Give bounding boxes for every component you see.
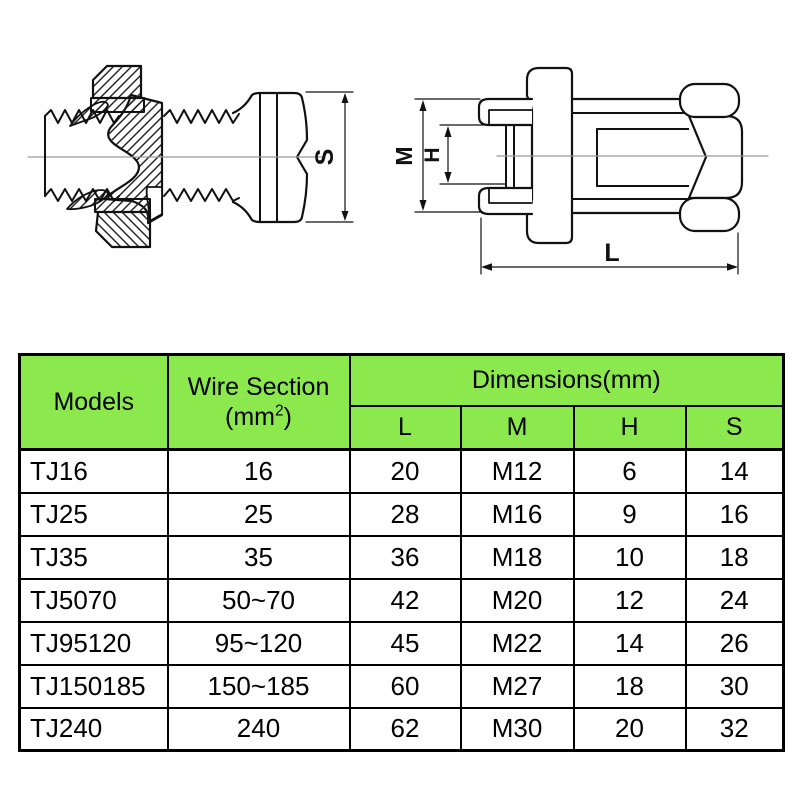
top-nut-section (91, 64, 143, 100)
cell-dim-h: 9 (572, 491, 687, 537)
dim-s: S (305, 91, 354, 223)
bottom-plate-lip (488, 187, 533, 204)
cell-dim-h: 6 (572, 448, 687, 494)
cell-dim-s: 30 (684, 663, 785, 709)
cell-dim-m: M18 (459, 534, 575, 580)
header-row-2: L M H S (20, 404, 785, 451)
cell-model: TJ25 (18, 491, 169, 537)
cell-dim-h: 20 (572, 706, 687, 752)
cell-dim-l: 36 (348, 534, 462, 580)
table-row: TJ16 16 20 M12 6 14 (18, 448, 785, 494)
header-dimensions: Dimensions(mm) (348, 353, 785, 407)
cell-dim-s: 16 (684, 491, 785, 537)
cell-model: TJ95120 (18, 620, 169, 666)
table-row: TJ5070 50~70 42 M20 12 24 (18, 577, 785, 623)
cell-dim-l: 60 (348, 663, 462, 709)
dim-h: H (421, 124, 506, 185)
dim-m: M (391, 98, 481, 213)
header-col-l: L (348, 404, 462, 451)
dim-m-label: M (391, 146, 417, 165)
top-plate (477, 97, 534, 127)
header-col-m: M (459, 404, 575, 451)
bottom-nut-section (94, 210, 152, 249)
cell-dim-m: M16 (459, 491, 575, 537)
end-pad-top (678, 82, 741, 119)
header-col-h: H (572, 404, 687, 451)
header-row-1: Models Wire Section (mm2) Dimensions(mm) (18, 353, 785, 451)
wire-unit-open: (mm (225, 403, 276, 431)
cell-wire-section: 50~70 (166, 577, 351, 623)
right-wire-top-edge (163, 109, 240, 124)
cell-wire-section: 240 (166, 706, 351, 752)
cell-dim-s: 32 (684, 706, 785, 752)
header-wire-section: Wire Section (mm2) (166, 353, 351, 451)
table-row: TJ25 25 28 M16 9 16 (18, 491, 785, 537)
dim-l-label: L (604, 239, 619, 267)
table-header: Models Wire Section (mm2) Dimensions(mm)… (18, 353, 785, 451)
spec-table: Models Wire Section (mm2) Dimensions(mm)… (18, 353, 786, 752)
cell-dim-h: 12 (572, 577, 687, 623)
end-pad-bottom (678, 196, 741, 233)
right-view-side: M H L (391, 66, 769, 275)
cell-dim-s: 24 (684, 577, 785, 623)
cell-dim-m: M27 (459, 663, 575, 709)
end-chevron (687, 114, 708, 200)
cell-dim-m: M20 (459, 577, 575, 623)
cell-dim-h: 10 (572, 534, 687, 580)
cell-model: TJ240 (18, 706, 169, 752)
table-row: TJ35 35 36 M18 10 18 (18, 534, 785, 580)
header-col-s: S (684, 404, 785, 451)
cell-dim-l: 28 (348, 491, 462, 537)
wire-section-title: Wire Section (187, 372, 330, 401)
cell-dim-s: 14 (684, 448, 785, 494)
top-clamp-lip (69, 100, 109, 127)
table-row: TJ150185 150~185 60 M27 18 30 (18, 663, 785, 709)
cell-dim-s: 26 (684, 620, 785, 666)
cell-wire-section: 25 (166, 491, 351, 537)
cell-model: TJ150185 (18, 663, 169, 709)
left-view-cross-section: S (27, 64, 354, 249)
cell-dim-l: 45 (348, 620, 462, 666)
cell-model: TJ16 (18, 448, 169, 494)
table-row: TJ240 240 62 M30 20 32 (18, 706, 785, 752)
cell-model: TJ5070 (18, 577, 169, 623)
table-row: TJ95120 95~120 45 M22 14 26 (18, 620, 785, 666)
wire-unit-sup: 2 (275, 402, 284, 420)
wire-unit-close: ) (283, 403, 292, 431)
cell-wire-section: 35 (166, 534, 351, 580)
left-wire-bottom-edge (44, 188, 120, 202)
cell-wire-section: 150~185 (166, 663, 351, 709)
cell-dim-l: 62 (348, 706, 462, 752)
dim-h-label: H (421, 147, 444, 162)
drawing-svg: S M (27, 64, 769, 275)
technical-drawing: S M (0, 0, 800, 330)
bottom-washer (94, 198, 151, 213)
cell-wire-section: 16 (166, 448, 351, 494)
cell-dim-h: 14 (572, 620, 687, 666)
cell-model: TJ35 (18, 534, 169, 580)
left-wire-top-edge (44, 109, 120, 124)
cell-dim-l: 42 (348, 577, 462, 623)
top-plate-lip (488, 109, 533, 126)
header-models: Models (18, 353, 169, 451)
bottom-plate (477, 186, 534, 216)
cell-dim-m: M12 (459, 448, 575, 494)
cell-dim-m: M22 (459, 620, 575, 666)
table-body: TJ16 16 20 M12 6 14 TJ25 25 28 M16 9 16 … (18, 448, 785, 752)
cell-dim-l: 20 (348, 448, 462, 494)
cell-wire-section: 95~120 (166, 620, 351, 666)
cell-dim-m: M30 (459, 706, 575, 752)
cell-dim-h: 18 (572, 663, 687, 709)
end-body (687, 114, 744, 200)
dim-s-label: S (311, 149, 339, 166)
cell-dim-s: 18 (684, 534, 785, 580)
right-wire-bottom-edge (163, 188, 240, 202)
dim-l: L (480, 217, 739, 275)
